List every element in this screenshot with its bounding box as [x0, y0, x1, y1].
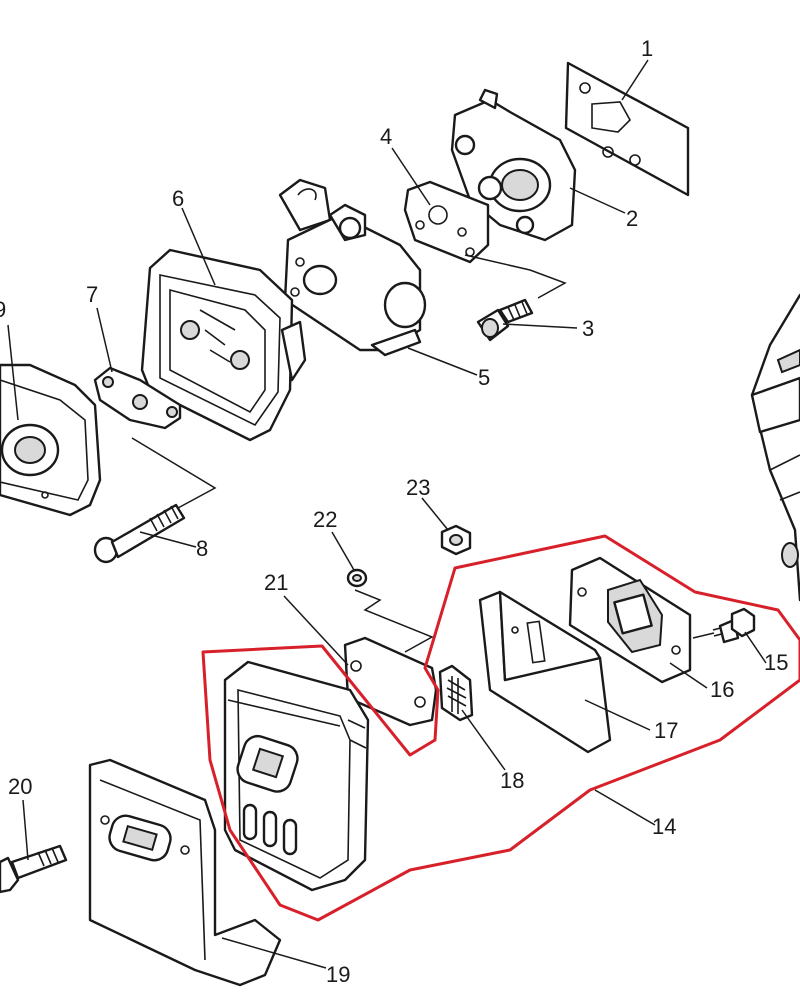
part-23-nut [440, 524, 472, 556]
label-6: 6 [172, 186, 184, 211]
leader-lines [7, 59, 767, 969]
part-6-filter-housing [140, 248, 307, 442]
label-18: 18 [500, 768, 524, 793]
part-5-carburetor [278, 178, 427, 357]
label-9: 9 [0, 297, 6, 322]
part-15-screw [712, 607, 756, 644]
part-7-plate [93, 366, 182, 430]
label-4: 4 [380, 124, 392, 149]
part-22-washer [346, 568, 368, 588]
label-7: 7 [86, 282, 98, 307]
kit-highlight-outline [201, 534, 800, 922]
engine-casing-partial [750, 293, 800, 602]
label-5: 5 [478, 365, 490, 390]
label-14: 14 [652, 814, 676, 839]
label-22: 22 [313, 507, 337, 532]
part-2-insulator [450, 88, 577, 242]
part-labels: 1 2 3 4 5 6 7 8 9 23 22 21 18 17 16 15 1… [0, 36, 788, 987]
label-16: 16 [710, 677, 734, 702]
label-8: 8 [196, 536, 208, 561]
part-19-exhaust-guard [88, 758, 282, 987]
label-17: 17 [654, 718, 678, 743]
part-18-screen [438, 664, 474, 722]
part-16-gasket [568, 556, 692, 684]
assembly-lines [131, 254, 715, 653]
part-3-bolt [476, 298, 534, 342]
label-15: 15 [764, 650, 788, 675]
label-23: 23 [406, 475, 430, 500]
part-1-gasket [564, 61, 690, 197]
part-17-heat-shield [478, 590, 612, 754]
part-14-muffler [223, 660, 370, 892]
label-21: 21 [264, 570, 288, 595]
part-4-gasket [403, 180, 490, 264]
label-20: 20 [8, 774, 32, 799]
part-20-bolt [0, 844, 68, 894]
label-2: 2 [626, 206, 638, 231]
part-9-filter-cover [0, 363, 102, 517]
part-8-bolt [93, 503, 186, 564]
label-3: 3 [582, 316, 594, 341]
label-1: 1 [641, 36, 653, 61]
label-19: 19 [326, 962, 350, 987]
